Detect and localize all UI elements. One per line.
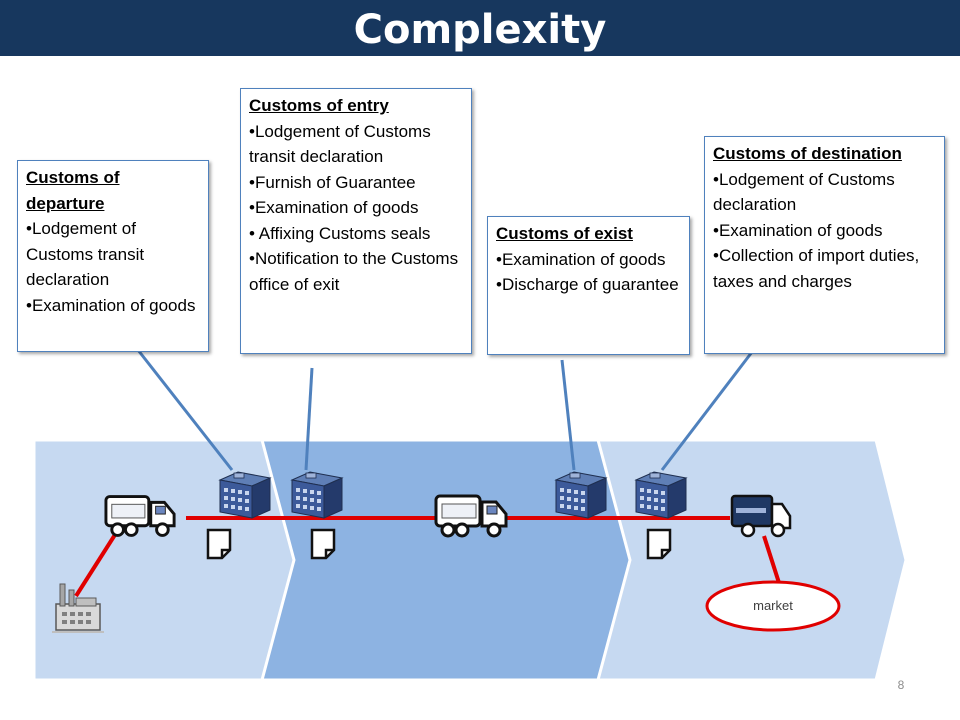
connector-departure (136, 349, 234, 471)
document-icon (310, 528, 336, 560)
document-icon (206, 528, 232, 560)
building-icon (291, 471, 343, 519)
box-customs-destination: Customs of destination •Lodgement of Cus… (704, 136, 945, 354)
box-item: •Notification to the Customs office of e… (249, 249, 459, 294)
box-customs-entry: Customs of entry •Lodgement of Customs t… (240, 88, 472, 354)
market-ellipse (705, 580, 841, 632)
box-heading: Customs of entry (249, 96, 389, 115)
box-heading: Customs of exist (496, 224, 633, 243)
box-item: •Collection of import duties, taxes and … (713, 246, 920, 291)
box-item: •Examination of goods (713, 220, 883, 240)
route-factory-link (74, 528, 120, 598)
box-item: •Lodgement of Customs transit declaratio… (26, 219, 145, 289)
box-item: • Affixing Customs seals (249, 223, 431, 243)
connector-entry (304, 367, 314, 471)
page-number: 8 (897, 678, 905, 692)
title-bar (0, 0, 960, 56)
box-heading: Customs of destination (713, 144, 902, 163)
box-customs-departure: Customs of departure •Lodgement of Custo… (17, 160, 209, 352)
box-item: •Examination of goods (249, 198, 419, 217)
stage-band (32, 438, 908, 682)
box-heading: Customs of departure (26, 168, 120, 213)
delivery-van-icon (730, 494, 792, 538)
market-label: market (753, 598, 793, 613)
connectors (136, 349, 754, 471)
building-icon (635, 471, 687, 519)
box-item: •Examination of goods (26, 295, 196, 315)
document-icon (646, 528, 672, 560)
connector-destination (660, 351, 754, 471)
box-item: •Discharge of guarantee (496, 275, 679, 294)
route-market-link (762, 535, 782, 587)
box-item: •Furnish of Guarantee (249, 172, 416, 192)
box-customs-exist: Customs of exist •Examination of goods •… (487, 216, 690, 355)
building-icon (219, 471, 271, 519)
slide-title: Complexity (353, 7, 607, 53)
building-icon (555, 471, 607, 519)
factory-icon (52, 583, 104, 633)
box-item: •Examination of goods (496, 249, 666, 269)
box-item: •Lodgement of Customs declaration (713, 169, 895, 215)
connector-exist (560, 359, 576, 471)
box-item: •Lodgement of Customs transit declaratio… (249, 121, 431, 167)
